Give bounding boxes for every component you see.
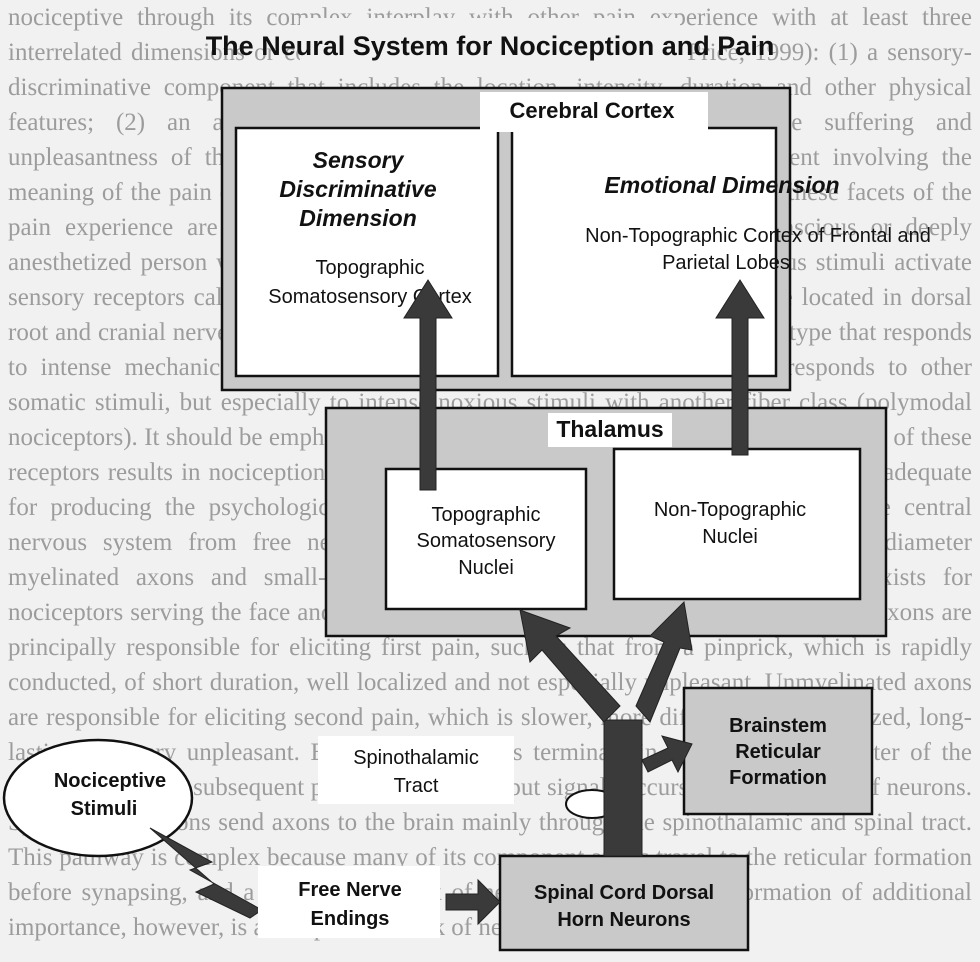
- spinothalamic-label-box: [318, 736, 514, 804]
- topographic-nuclei-line-2: Somatosensory: [417, 530, 556, 552]
- free-nerve-endings-line-1: Free Nerve: [298, 879, 401, 901]
- brainstem-line-3: Formation: [729, 767, 827, 789]
- nociceptive-stimuli-line-1: Nociceptive: [54, 770, 166, 792]
- spinothalamic-line-1: Spinothalamic: [353, 747, 479, 769]
- spinal-trunk: [603, 719, 643, 857]
- spinal-cord-box: [498, 854, 750, 952]
- arrow-nerve-to-spinal: [445, 878, 501, 926]
- topographic-nuclei-line-1: Topographic: [432, 504, 541, 526]
- non-topographic-nuclei-line-2: Nuclei: [702, 526, 758, 548]
- brainstem-line-2: Reticular: [735, 741, 821, 763]
- sensory-dimension-line-1: Sensory: [313, 147, 405, 173]
- spinothalamic-line-2: Tract: [394, 775, 439, 797]
- topographic-nuclei-box: [384, 467, 588, 611]
- diagram-title: The Neural System for Nociception and Pa…: [206, 31, 775, 61]
- free-nerve-endings-box: [258, 866, 440, 938]
- nociceptive-stimuli-line-2: Stimuli: [71, 798, 138, 820]
- arrow-spinal-to-non-topographic-nuclei: [635, 600, 693, 723]
- emotional-dimension-label: Emotional Dimension: [604, 172, 839, 198]
- non-topographic-cortex-box: [530, 212, 766, 282]
- title-backdrop: [300, 18, 680, 70]
- arrow-thalamus-to-sensory-cortex: [403, 279, 453, 491]
- arrow-thalamus-to-emotional-cortex: [715, 279, 765, 456]
- topographic-cortex-line-1: Topographic: [316, 257, 425, 279]
- brainstem-line-1: Brainstem: [729, 715, 827, 737]
- topographic-nuclei-line-3: Nuclei: [458, 557, 514, 579]
- spinal-cord-line-2: Horn Neurons: [557, 909, 690, 931]
- sensory-dimension-line-3: Dimension: [299, 205, 417, 231]
- thalamus-label-bg: [548, 413, 672, 447]
- spinal-cord-line-1: Spinal Cord Dorsal: [534, 882, 714, 904]
- sensory-dimension-line-2: Discriminative: [279, 176, 436, 202]
- non-topographic-nuclei-line-1: Non-Topographic: [654, 499, 806, 521]
- topographic-cortex-box: [260, 232, 480, 314]
- non-topographic-nuclei-box: [612, 447, 862, 601]
- non-topographic-cortex-line-2: Parietal Lobes: [662, 252, 790, 274]
- arrow-spinal-to-brainstem: [641, 735, 693, 774]
- nociceptive-stimuli-ellipse: [2, 738, 194, 858]
- cerebral-cortex-label: Cerebral Cortex: [509, 98, 675, 123]
- arrow-spinal-to-topographic-nuclei: [519, 609, 621, 723]
- thalamus-label: Thalamus: [556, 416, 663, 442]
- cerebral-cortex-label-bg: [480, 92, 708, 132]
- non-topographic-cortex-line-1: Non-Topographic Cortex of Frontal and: [585, 225, 931, 247]
- free-nerve-endings-line-2: Endings: [311, 908, 390, 930]
- lightning-bolt-icon: [149, 827, 263, 919]
